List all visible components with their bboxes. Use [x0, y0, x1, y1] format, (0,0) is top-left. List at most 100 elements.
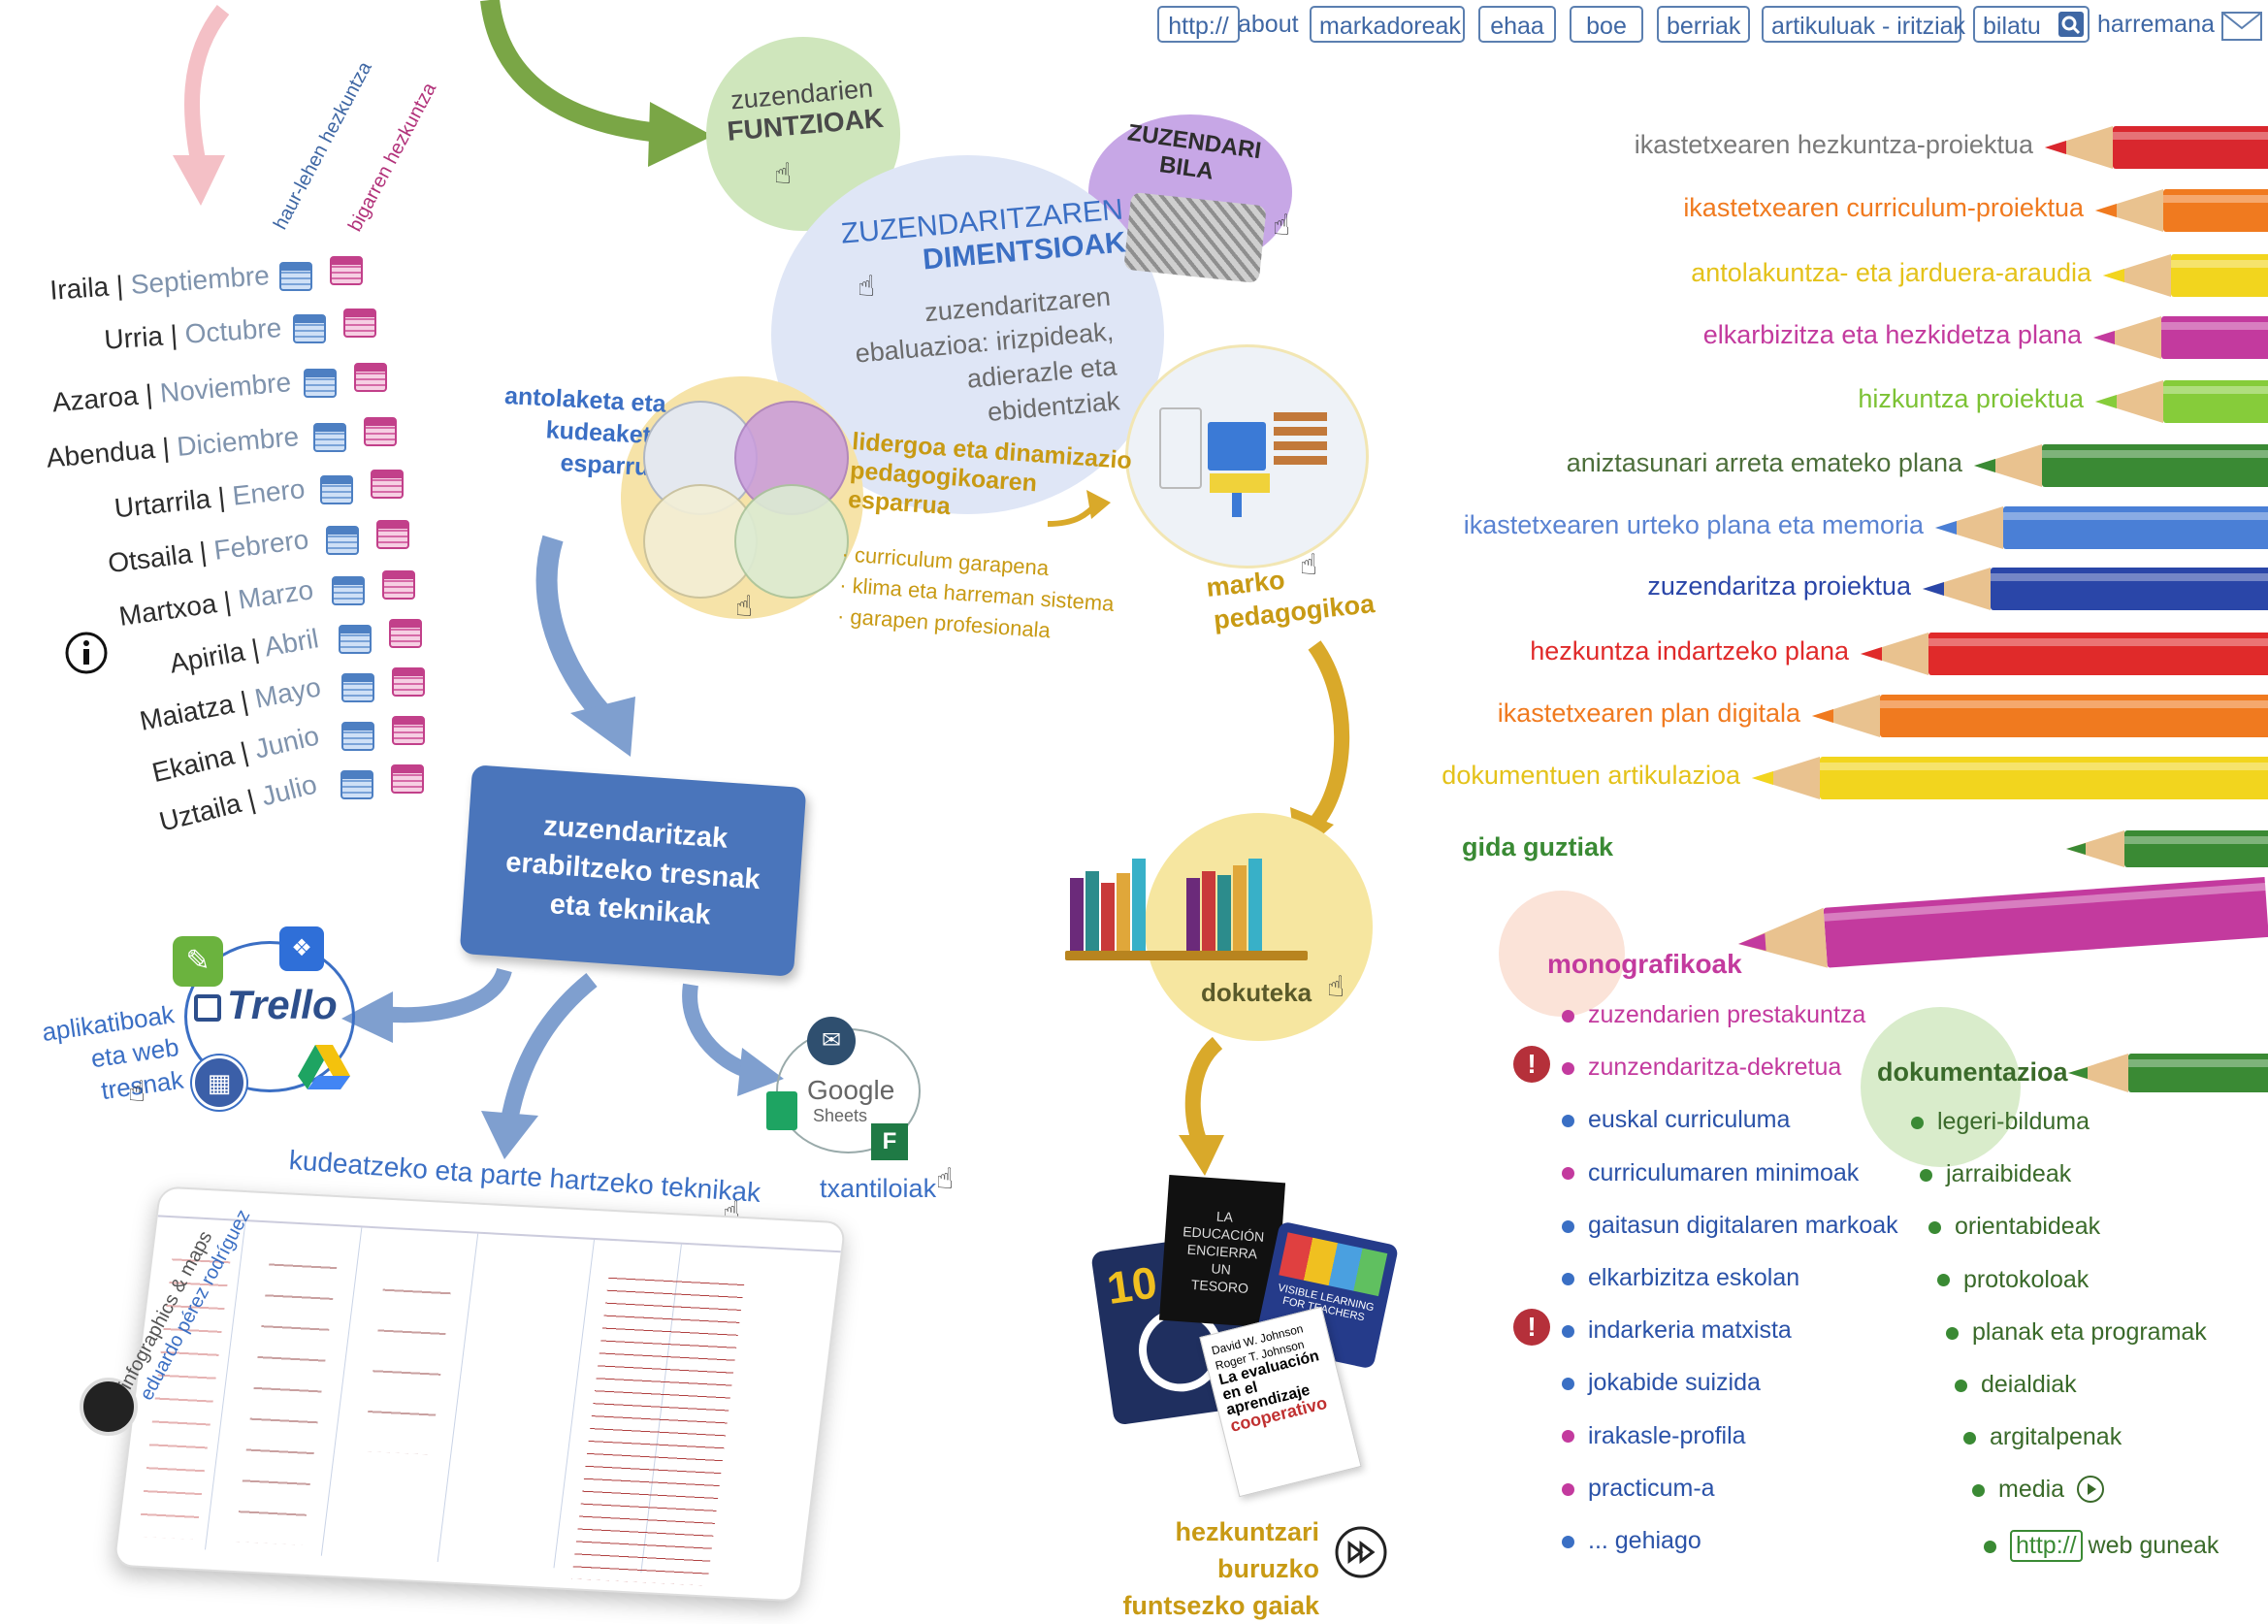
chat-icon[interactable]: ✉	[807, 1017, 856, 1065]
nav-markadoreak[interactable]: markadoreak	[1310, 6, 1465, 43]
media-play-icon[interactable]	[2076, 1475, 2105, 1509]
monografikoak-item[interactable]: irakasle-profila	[1562, 1422, 1746, 1450]
pencil-label[interactable]: aniztasunari arreta emateko plana	[1566, 448, 1962, 477]
gida-label[interactable]: gida guztiak	[1461, 832, 1613, 861]
ebaluazioa-text[interactable]: zuzendaritzaren ebaluazioa: irizpideak, …	[828, 279, 1120, 443]
venn-diagram	[643, 401, 849, 599]
calendar-icon-bigarren[interactable]	[371, 470, 404, 499]
calendar-icon-haur[interactable]	[279, 262, 312, 291]
fast-forward-icon[interactable]	[1334, 1525, 1388, 1584]
monografikoak-item[interactable]: gaitasun digitalaren markoak	[1562, 1212, 1898, 1240]
nav-artikuluak[interactable]: artikuluak - iritziak	[1762, 6, 1965, 43]
blue-arrow-4-head	[737, 1048, 784, 1096]
calendar-icon-bigarren[interactable]	[354, 363, 387, 392]
calendar-icon-bigarren[interactable]	[363, 417, 397, 446]
pencil-tip	[2095, 204, 2117, 217]
dokumentazioa-item-label: orientabideak	[1955, 1213, 2101, 1241]
nav-boe[interactable]: boe	[1570, 6, 1643, 43]
pencil-body	[2161, 316, 2268, 359]
calendar-icon-bigarren[interactable]	[388, 619, 422, 648]
nav-about[interactable]: about	[1238, 11, 1299, 38]
dokumentazioa-item[interactable]: jarraibideak	[1920, 1160, 2071, 1188]
info-icon[interactable]	[64, 631, 109, 680]
calendar-icon-haur[interactable]	[340, 770, 373, 799]
dokumentazioa-item[interactable]: argitalpenak	[1963, 1423, 2122, 1451]
calendar-icon-haur[interactable]	[312, 423, 346, 452]
apps-grid-icon[interactable]: ▦	[192, 1056, 246, 1110]
nav-harremana[interactable]: harremana	[2097, 11, 2215, 38]
dokumentazioa-item[interactable]: protokoloak	[1937, 1266, 2089, 1294]
pencil-label[interactable]: ikastetxearen hezkuntza-proiektua	[1634, 130, 2033, 159]
calendar-icon-haur[interactable]	[320, 475, 353, 504]
calendar-icon-bigarren[interactable]	[330, 256, 363, 285]
bullet-dot	[1562, 1325, 1574, 1339]
funtsezko-label[interactable]: hezkuntzari buruzko funtsezko gaiak	[1077, 1513, 1319, 1624]
monografikoak-item[interactable]: indarkeria matxista	[1562, 1316, 1792, 1345]
calendar-icon-bigarren[interactable]	[391, 716, 425, 745]
pencil-label[interactable]: antolakuntza- eta jarduera-araudia	[1691, 258, 2091, 287]
monografikoak-item[interactable]: jokabide suizida	[1562, 1369, 1761, 1397]
monografikoak-item[interactable]: zuzendarien prestakuntza	[1562, 1001, 1865, 1029]
dokumentazioa-item[interactable]: legeri-bilduma	[1911, 1108, 2090, 1136]
pencil-icon	[1974, 444, 2268, 487]
calendar-icon-bigarren[interactable]	[392, 667, 425, 697]
http-link[interactable]: http://	[1157, 6, 1240, 43]
pencil-label[interactable]: zuzendaritza proiektua	[1647, 571, 1911, 601]
monografikoak-item[interactable]: elkarbizitza eskolan	[1562, 1264, 1799, 1292]
pencil-tip	[1752, 771, 1773, 785]
drive-icon[interactable]	[296, 1043, 352, 1096]
monografikoak-item[interactable]: practicum-a	[1562, 1475, 1715, 1503]
monografikoak-item[interactable]: curriculumaren minimoak	[1562, 1159, 1859, 1187]
pencil-label[interactable]: ikastetxearen plan digitala	[1497, 698, 1800, 728]
pencil-label[interactable]: ikastetxearen curriculum-proiektua	[1683, 193, 2084, 222]
calendar-icon-bigarren[interactable]	[375, 520, 409, 549]
dokuteka-label[interactable]: dokuteka	[1201, 978, 1312, 1007]
bullet-dot	[1562, 1115, 1574, 1128]
forms-icon[interactable]: F	[871, 1123, 908, 1160]
calendar-icon-bigarren[interactable]	[342, 309, 376, 338]
dokumentazioa-item[interactable]: deialdiak	[1955, 1371, 2077, 1399]
pencil-tip	[1812, 709, 1833, 723]
monografikoak-item[interactable]: zunzendaritza-dekretua	[1562, 1054, 1841, 1082]
pencil-label[interactable]: dokumentuen artikulazioa	[1442, 761, 1740, 790]
mail-icon[interactable]	[2221, 12, 2262, 46]
calendar-icon-haur[interactable]	[292, 314, 326, 343]
monografikoak-item[interactable]: ... gehiago	[1562, 1527, 1701, 1555]
bookshelf-icon[interactable]	[1065, 854, 1308, 960]
calendar-icon-bigarren[interactable]	[391, 764, 424, 794]
monografikoak-title[interactable]: monografikoak	[1547, 949, 1742, 979]
pencil-label[interactable]: hezkuntza indartzeko plana	[1530, 636, 1849, 666]
calendar-icon-haur[interactable]	[341, 673, 374, 702]
dokumentazioa-title[interactable]: dokumentazioa	[1877, 1057, 2068, 1087]
tresnak-box[interactable]: zuzendaritzak erabiltzeko tresnak eta te…	[459, 764, 807, 977]
sheets-icon[interactable]	[766, 1091, 797, 1130]
calendar-icon-haur[interactable]	[304, 369, 337, 398]
google-sheets-logo[interactable]: Google Sheets	[807, 1075, 894, 1126]
trello-logo[interactable]: Trello	[194, 982, 338, 1028]
nav-ehaa[interactable]: ehaa	[1478, 6, 1556, 43]
dokumentazioa-item-label: legeri-bilduma	[1937, 1108, 2090, 1135]
calendar-icon-haur[interactable]	[338, 625, 372, 654]
camera-icon[interactable]	[80, 1378, 138, 1436]
calendar-icon-bigarren[interactable]	[382, 570, 415, 600]
web-guneak-item[interactable]: http://web guneak	[1984, 1530, 2219, 1562]
trello-label: Trello	[227, 982, 338, 1027]
pencil-label[interactable]: elkarbizitza eta hezkidetza plana	[1702, 320, 2082, 349]
calendar-icon-haur[interactable]	[332, 576, 365, 605]
dokumentazioa-item[interactable]: media	[1972, 1476, 2064, 1504]
pencil-body	[2113, 126, 2268, 169]
dokumentazioa-item[interactable]: planak eta programak	[1946, 1318, 2207, 1347]
nav-bilatu[interactable]: bilatu	[1973, 6, 2090, 43]
evernote-icon[interactable]: ✎	[173, 936, 223, 987]
monografikoak-item[interactable]: euskal curriculuma	[1562, 1106, 1790, 1134]
nav-berriak[interactable]: berriak	[1657, 6, 1750, 43]
calendar-icon-haur[interactable]	[325, 526, 359, 555]
pencil-tip	[1974, 459, 1995, 472]
pencil-label[interactable]: ikastetxearen urteko plana eta memoria	[1463, 510, 1924, 539]
txantiloiak-label[interactable]: txantiloiak	[820, 1174, 937, 1203]
dokumentazioa-item[interactable]: orientabideak	[1928, 1213, 2100, 1241]
dropbox-icon[interactable]: ❖	[279, 926, 324, 971]
calendar-icon-haur[interactable]	[340, 722, 374, 751]
pink-arrow	[184, 5, 230, 167]
pencil-label[interactable]: hizkuntza proiektua	[1858, 384, 2084, 413]
